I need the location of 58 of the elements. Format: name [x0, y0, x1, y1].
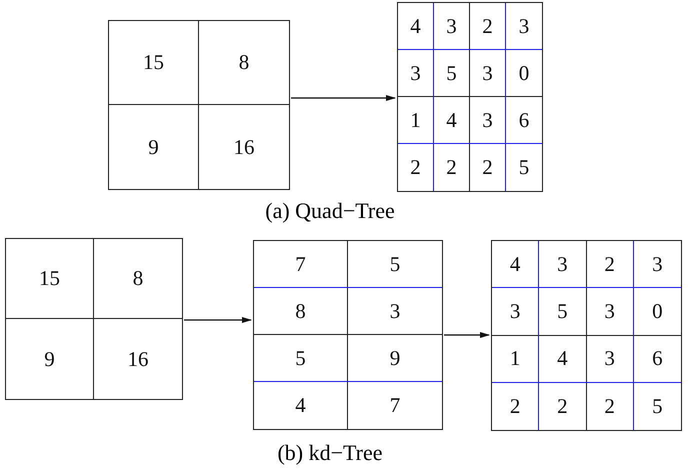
grid-cell-text: 7	[388, 392, 402, 419]
caption: (a) Quad−Tree	[265, 198, 395, 224]
grid-cell: 5	[434, 50, 470, 97]
grid-cell: 0	[506, 50, 542, 97]
grid-cell-text: 5	[518, 154, 530, 181]
grid-cell: 1	[492, 336, 540, 383]
grid-cell: 3	[634, 241, 681, 288]
grid-cell: 3	[434, 3, 470, 50]
grid-cell: 9	[6, 319, 94, 399]
grid-cell: 4	[398, 3, 434, 50]
grid-cell: 4	[434, 97, 470, 144]
grid-cell: 2	[470, 3, 506, 50]
grid-cell: 2	[586, 382, 634, 430]
grid-cell: 8	[199, 21, 289, 105]
grid-cell: 2	[539, 382, 586, 430]
number-grid	[108, 20, 290, 190]
grid-cell: 3	[586, 288, 634, 336]
grid-cell: 3	[398, 50, 434, 97]
arrow	[444, 332, 490, 338]
grid-cell: 9	[109, 105, 199, 189]
grid-cell: 3	[348, 288, 442, 335]
grid-cell: 2	[470, 144, 506, 191]
grid-cell: 2	[586, 241, 634, 288]
grid-cell: 15	[109, 21, 199, 105]
grid-cell: 3	[470, 50, 506, 97]
grid-cell: 2	[398, 144, 434, 191]
grid-cell: 3	[539, 241, 586, 288]
grid-cell-text: 16	[126, 346, 150, 372]
grid-cell: 3	[586, 336, 634, 383]
grid-cell: 15	[6, 239, 94, 319]
number-grid	[5, 238, 183, 400]
arrow	[184, 317, 252, 323]
grid-cell: 8	[94, 239, 182, 319]
grid-cell: 2	[492, 382, 540, 430]
number-grid	[253, 240, 443, 430]
grid-cell: 6	[634, 336, 681, 383]
grid-cell: 5	[254, 335, 348, 382]
grid-cell: 3	[470, 97, 506, 144]
grid-cell: 5	[348, 241, 442, 288]
grid-cell: 6	[506, 97, 542, 144]
number-grid	[397, 2, 543, 192]
grid-cell: 3	[506, 3, 542, 50]
grid-cell: 9	[348, 335, 442, 382]
grid-cell-text: 5	[651, 392, 664, 420]
grid-cell: 5	[539, 288, 586, 336]
arrow	[291, 95, 396, 101]
grid-cell: 1	[398, 97, 434, 144]
grid-cell: 3	[492, 288, 540, 336]
grid-cell: 0	[634, 288, 681, 336]
caption: (b) kd−Tree	[277, 440, 383, 466]
grid-cell: 4	[539, 336, 586, 383]
grid-cell-text: 16	[232, 134, 256, 160]
grid-cell: 7	[254, 241, 348, 288]
grid-cell: 8	[254, 288, 348, 335]
grid-cell: 2	[434, 144, 470, 191]
number-grid	[491, 240, 682, 431]
grid-cell: 4	[492, 241, 540, 288]
grid-cell: 4	[254, 382, 348, 429]
